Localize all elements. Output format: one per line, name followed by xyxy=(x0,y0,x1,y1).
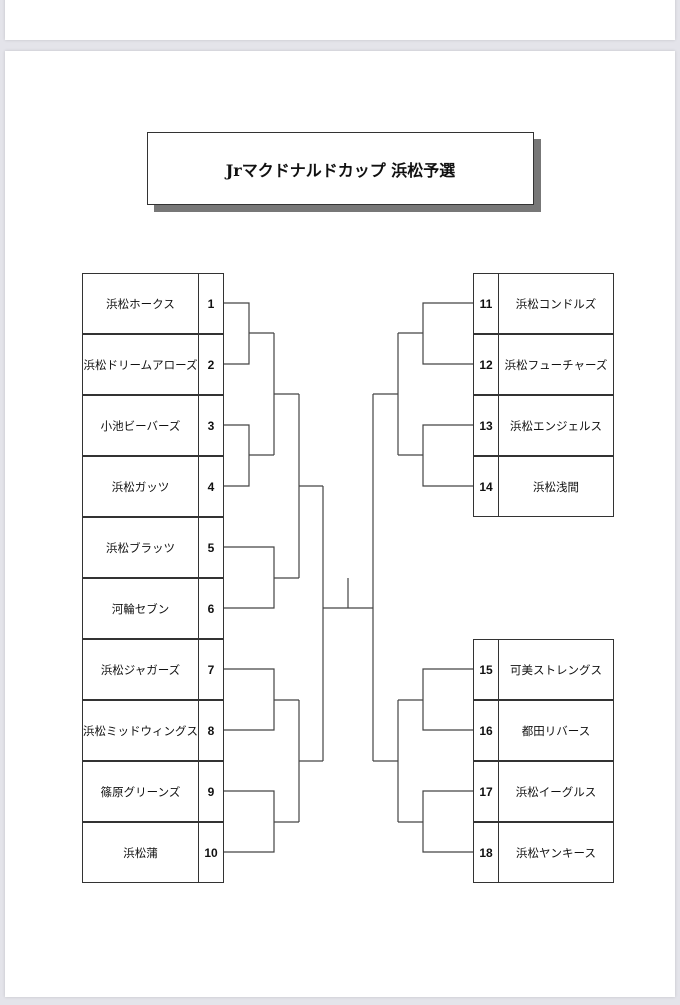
bracket-line xyxy=(397,332,423,456)
team-entry: 13 浜松エンジェルス xyxy=(473,395,614,456)
seed-number: 4 xyxy=(198,457,223,516)
seed-number: 10 xyxy=(198,823,223,882)
seed-number: 17 xyxy=(474,762,499,821)
team-entry: 14 浜松浅間 xyxy=(473,456,614,517)
bracket-line xyxy=(422,668,473,853)
team-name: 浜松イーグルス xyxy=(515,784,597,799)
seed-number: 8 xyxy=(198,701,223,760)
team-entry: 15 可美ストレングス xyxy=(473,639,614,700)
seed-number: 5 xyxy=(198,518,223,577)
bracket-line xyxy=(422,302,473,487)
team-entry: 小池ビーバーズ 3 xyxy=(82,395,224,456)
team-entry: 浜松蒲 10 xyxy=(82,822,224,883)
team-name: 浜松ガッツ xyxy=(111,479,170,494)
seed-number: 3 xyxy=(198,396,223,455)
team-entry: 浜松ジャガーズ 7 xyxy=(82,639,224,700)
seed-number: 9 xyxy=(198,762,223,821)
team-entry: 浜松ガッツ 4 xyxy=(82,456,224,517)
team-entry: 篠原グリーンズ 9 xyxy=(82,761,224,822)
seed-number: 15 xyxy=(474,640,499,699)
bracket-line xyxy=(372,393,398,762)
team-entry: 18 浜松ヤンキース xyxy=(473,822,614,883)
page-title: Jrマクドナルドカップ 浜松予選 xyxy=(225,160,456,180)
team-name: 浜松ホークス xyxy=(106,296,175,311)
seed-number: 12 xyxy=(474,335,499,394)
team-name: 浜松コンドルズ xyxy=(515,296,597,311)
bracket-line xyxy=(224,424,274,487)
team-name: 河輪セブン xyxy=(111,601,170,616)
bracket-line xyxy=(224,668,299,731)
title-box: Jrマクドナルドカップ 浜松予選 xyxy=(147,132,534,205)
team-name: 浜松ヤンキース xyxy=(516,845,596,860)
team-name: 浜松ドリームアローズ xyxy=(83,357,198,372)
team-name: 小池ビーバーズ xyxy=(100,418,181,433)
bracket-line xyxy=(397,699,423,823)
previous-page xyxy=(5,0,675,40)
team-name: 都田リバース xyxy=(521,723,591,738)
team-entry: 16 都田リバース xyxy=(473,700,614,761)
seed-number: 18 xyxy=(474,823,499,882)
team-entry: 河輪セブン 6 xyxy=(82,578,224,639)
bracket-line xyxy=(298,700,323,822)
team-name: 浜松フューチャーズ xyxy=(504,357,608,372)
bracket-line xyxy=(273,333,299,455)
bracket-line xyxy=(224,546,299,609)
bracket-page xyxy=(5,51,675,997)
team-entry: 12 浜松フューチャーズ xyxy=(473,334,614,395)
team-name: 浜松ジャガーズ xyxy=(100,662,181,677)
seed-number: 2 xyxy=(198,335,223,394)
team-entry: 17 浜松イーグルス xyxy=(473,761,614,822)
seed-number: 11 xyxy=(474,274,499,333)
seed-number: 1 xyxy=(198,274,223,333)
team-name: 篠原グリーンズ xyxy=(100,784,181,799)
seed-number: 14 xyxy=(474,457,499,516)
team-name: 浜松エンジェルス xyxy=(510,418,602,433)
bracket-line xyxy=(298,394,323,578)
bracket-line xyxy=(224,790,299,853)
seed-number: 7 xyxy=(198,640,223,699)
seed-number: 13 xyxy=(474,396,499,455)
team-name: 可美ストレングス xyxy=(510,662,602,677)
final-line xyxy=(323,578,373,609)
team-entry: 11 浜松コンドルズ xyxy=(473,273,614,334)
bracket-line xyxy=(224,302,274,365)
team-name: 浜松浅間 xyxy=(533,479,579,494)
seed-number: 16 xyxy=(474,701,499,760)
team-entry: 浜松ブラッツ 5 xyxy=(82,517,224,578)
team-name: 浜松蒲 xyxy=(123,845,158,860)
team-name: 浜松ブラッツ xyxy=(106,540,175,555)
seed-number: 6 xyxy=(198,579,223,638)
team-name: 浜松ミッドウィングス xyxy=(83,723,198,738)
team-entry: 浜松ホークス 1 xyxy=(82,273,224,334)
